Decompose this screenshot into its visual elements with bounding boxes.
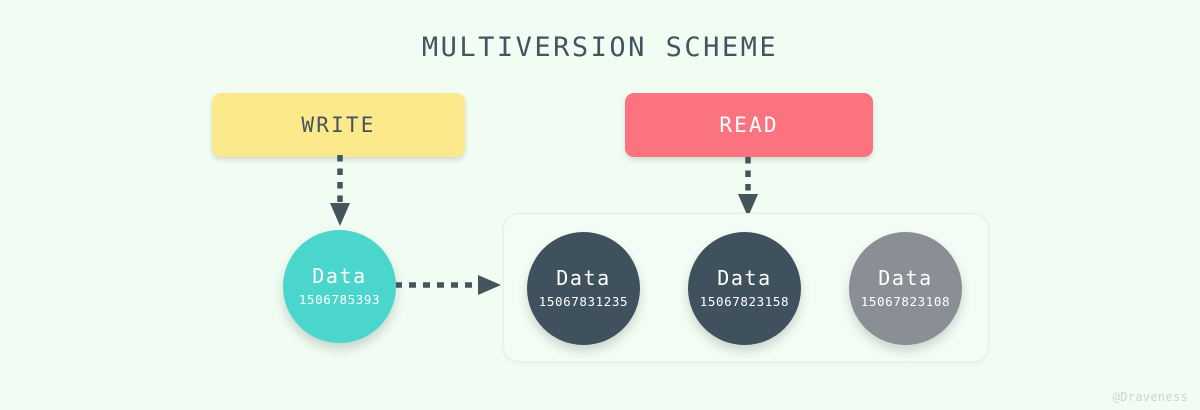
current-version-title: Data	[312, 264, 367, 288]
stored-version-node[interactable]: Data 15067831235	[527, 232, 640, 345]
stored-version-id: 15067823108	[860, 294, 951, 309]
write-operation-label: WRITE	[301, 113, 376, 137]
page-title: MULTIVERSION SCHEME	[421, 32, 779, 63]
arrow-head	[330, 203, 350, 226]
arrow-head	[478, 275, 501, 295]
stored-version-title: Data	[717, 266, 772, 290]
current-version-node[interactable]: Data 1506785393	[283, 230, 396, 343]
read-operation-box[interactable]: READ	[625, 93, 873, 157]
current-to-versions-arrow	[395, 275, 501, 295]
read-to-versions-arrow	[738, 157, 758, 217]
stored-version-node[interactable]: Data 15067823158	[688, 232, 801, 345]
write-operation-box[interactable]: WRITE	[212, 93, 465, 157]
stored-version-title: Data	[878, 266, 933, 290]
watermark: @Draveness	[1112, 390, 1188, 404]
arrow-head	[738, 194, 758, 217]
stored-version-id: 15067831235	[538, 294, 629, 309]
stored-version-node[interactable]: Data 15067823108	[849, 232, 962, 345]
write-to-current-arrow	[330, 155, 350, 226]
read-operation-label: READ	[719, 113, 779, 137]
current-version-id: 1506785393	[298, 292, 381, 307]
stored-version-id: 15067823158	[699, 294, 790, 309]
stored-version-title: Data	[556, 266, 611, 290]
